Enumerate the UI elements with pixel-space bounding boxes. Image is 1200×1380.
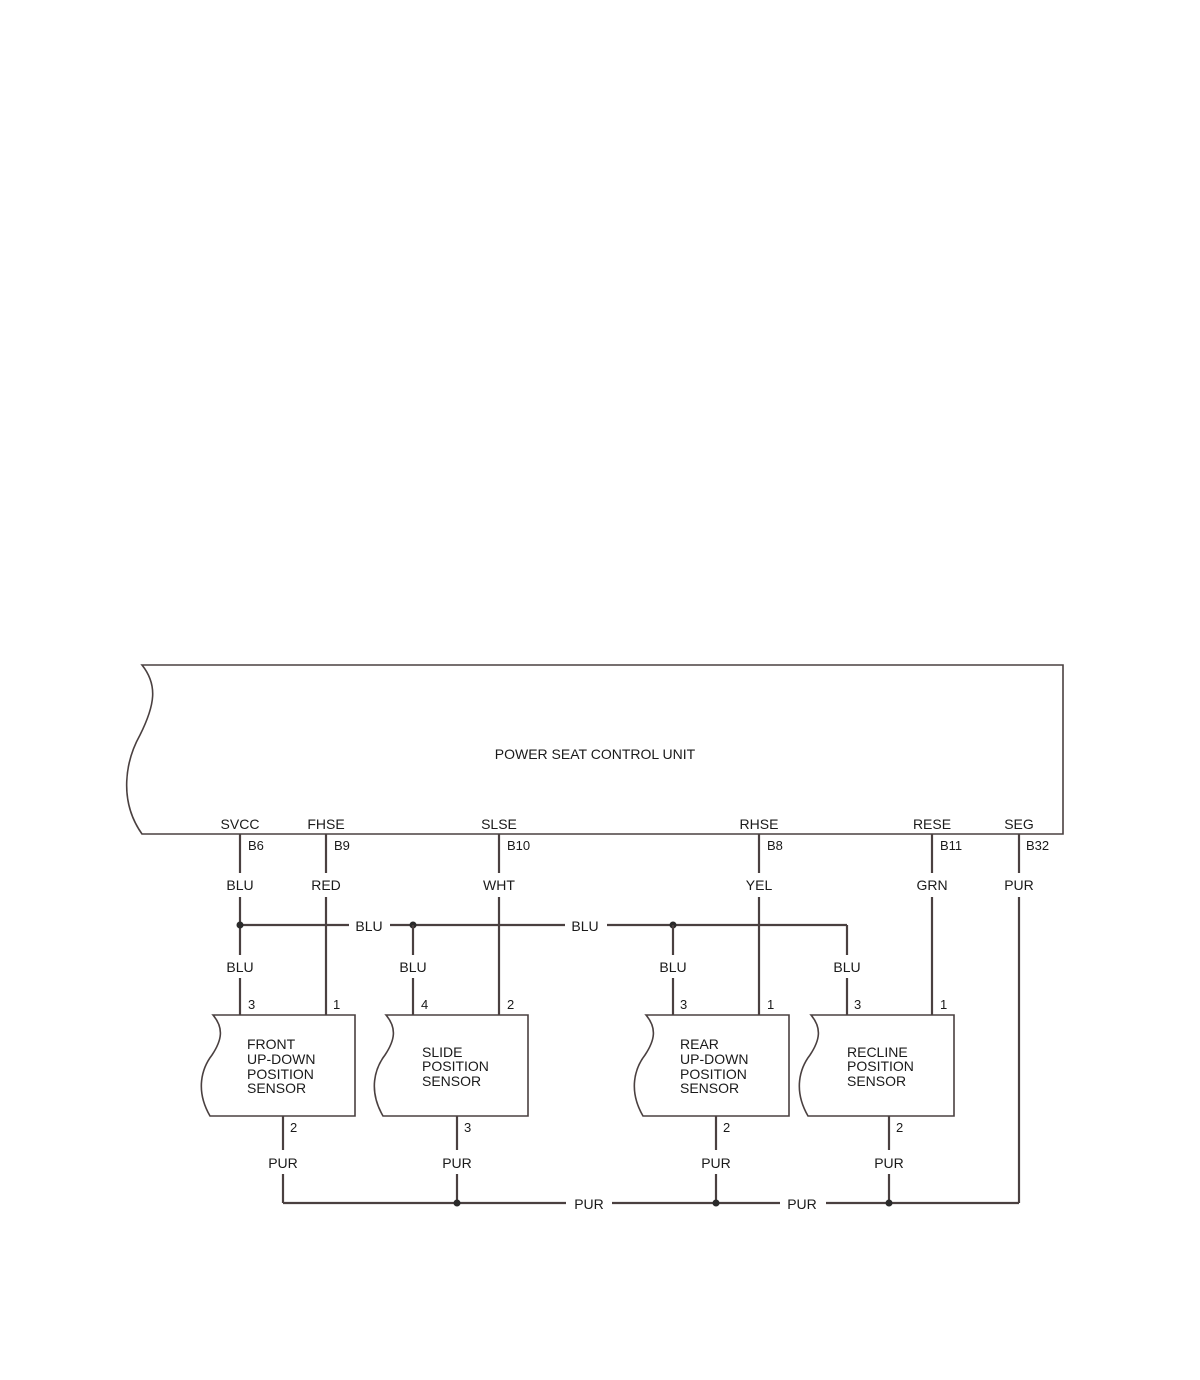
blu-bus-label-left: BLU — [355, 918, 382, 934]
terminal-name-seg: SEG — [1004, 816, 1034, 832]
sensor-box-front — [200, 1014, 356, 1117]
terminal-name-slse: SLSE — [481, 816, 517, 832]
sensor-name-recline: RECLINE POSITION SENSOR — [847, 1044, 918, 1089]
supply-wire-label-recline: BLU — [833, 959, 860, 975]
sensor-pin-slide-ground: 3 — [464, 1120, 471, 1135]
sensor-pin-front-ground: 2 — [290, 1120, 297, 1135]
splice-dot-blu-1 — [236, 921, 244, 929]
wire-color-rese: GRN — [916, 877, 947, 893]
splice-dot-pur-1 — [453, 1199, 461, 1207]
sensor-box-rear — [633, 1014, 790, 1117]
ground-wire-label-front: PUR — [268, 1155, 298, 1171]
sensor-pin-recline-signal: 1 — [940, 997, 947, 1012]
supply-wire-label-front: BLU — [226, 959, 253, 975]
sensor-pin-front-signal: 1 — [333, 997, 340, 1012]
pur-bus-label-left: PUR — [574, 1196, 604, 1212]
terminal-name-rese: RESE — [913, 816, 951, 832]
terminal-pin-svcc: B6 — [248, 838, 264, 853]
control-unit-box — [125, 664, 1064, 835]
terminal-pin-slse: B10 — [507, 838, 530, 853]
wire-color-svcc: BLU — [226, 877, 253, 893]
terminal-pin-seg: B32 — [1026, 838, 1049, 853]
wire-color-rhse: YEL — [746, 877, 773, 893]
ground-wire-label-rear: PUR — [701, 1155, 731, 1171]
sensor-pin-rear-ground: 2 — [723, 1120, 730, 1135]
wire-color-fhse: RED — [311, 877, 341, 893]
ground-wire-label-slide: PUR — [442, 1155, 472, 1171]
supply-wire-label-rear: BLU — [659, 959, 686, 975]
sensor-name-front: FRONT UP-DOWN POSITION SENSOR — [247, 1036, 319, 1096]
sensor-pin-recline-supply: 3 — [854, 997, 861, 1012]
sensor-pin-slide-signal: 2 — [507, 997, 514, 1012]
sensor-name-rear: REAR UP-DOWN POSITION SENSOR — [680, 1036, 752, 1096]
terminal-pin-rhse: B8 — [767, 838, 783, 853]
wire-color-seg: PUR — [1004, 877, 1034, 893]
sensor-pin-rear-supply: 3 — [680, 997, 687, 1012]
terminal-pin-rese: B11 — [940, 838, 962, 853]
terminal-name-fhse: FHSE — [307, 816, 344, 832]
sensor-pin-recline-ground: 2 — [896, 1120, 903, 1135]
ground-wire-label-recline: PUR — [874, 1155, 904, 1171]
pur-bus-label-right: PUR — [787, 1196, 817, 1212]
sensor-name-slide: SLIDE POSITION SENSOR — [422, 1044, 493, 1089]
sensor-box-slide — [373, 1014, 529, 1117]
terminal-name-rhse: RHSE — [740, 816, 779, 832]
control-unit-title: POWER SEAT CONTROL UNIT — [495, 746, 696, 762]
supply-wire-label-slide: BLU — [399, 959, 426, 975]
sensor-pin-rear-signal: 1 — [767, 997, 774, 1012]
sensor-pin-front-supply: 3 — [248, 997, 255, 1012]
wire-color-slse: WHT — [483, 877, 515, 893]
terminal-pin-fhse: B9 — [334, 838, 350, 853]
splice-dot-pur-2 — [712, 1199, 720, 1207]
sensor-pin-slide-supply: 4 — [421, 997, 428, 1012]
blu-bus-label-mid: BLU — [571, 918, 598, 934]
sensor-box-recline — [798, 1014, 955, 1117]
splice-dot-pur-3 — [885, 1199, 893, 1207]
terminal-name-svcc: SVCC — [221, 816, 260, 832]
